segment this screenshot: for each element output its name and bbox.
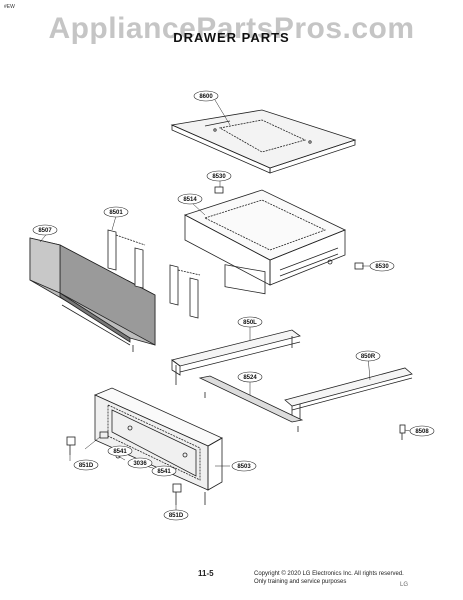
callout-label: 8541 xyxy=(113,449,127,455)
callout-label: 851D xyxy=(79,463,94,469)
model-tag: #EW xyxy=(4,4,15,10)
callout-label: 8507 xyxy=(38,228,52,234)
callout-label: 8530 xyxy=(212,174,226,180)
part-rail-left xyxy=(171,329,301,385)
callout-label: 850R xyxy=(361,354,376,360)
callout-label: 851D xyxy=(169,513,184,519)
part-front-panel xyxy=(29,237,156,346)
part-top-cover xyxy=(170,109,357,174)
lg-logo: LG xyxy=(400,582,409,588)
callout-label: 8530 xyxy=(375,264,389,270)
part-door-frame xyxy=(93,387,223,505)
usage-note: Only training and service purposes xyxy=(254,579,347,585)
callout-label: 8541 xyxy=(157,469,171,475)
copyright-line: Copyright © 2020 LG Electronics Inc. All… xyxy=(254,571,404,577)
callout-label: 8600 xyxy=(199,94,213,100)
callout-label: 3036 xyxy=(133,461,147,467)
part-fasteners xyxy=(66,186,406,505)
callout-label: 8501 xyxy=(109,210,123,216)
callout-label: 8503 xyxy=(237,464,251,470)
diagram-title: DRAWER PARTS xyxy=(173,30,290,45)
watermark: AppliancePartsPros.com xyxy=(48,12,415,45)
callout-label: 8508 xyxy=(415,429,429,435)
page-number: 11-5 xyxy=(198,569,214,578)
copyright-notice: Copyright © 2020 LG Electronics Inc. All… xyxy=(254,570,404,586)
part-drawer-box xyxy=(183,189,346,295)
callout-label: 8514 xyxy=(183,197,197,203)
callout-label: 850L xyxy=(243,320,257,326)
part-brackets xyxy=(107,229,201,352)
callout-label: 8524 xyxy=(243,375,257,381)
part-rod xyxy=(198,375,304,432)
part-rail-right xyxy=(284,367,413,420)
